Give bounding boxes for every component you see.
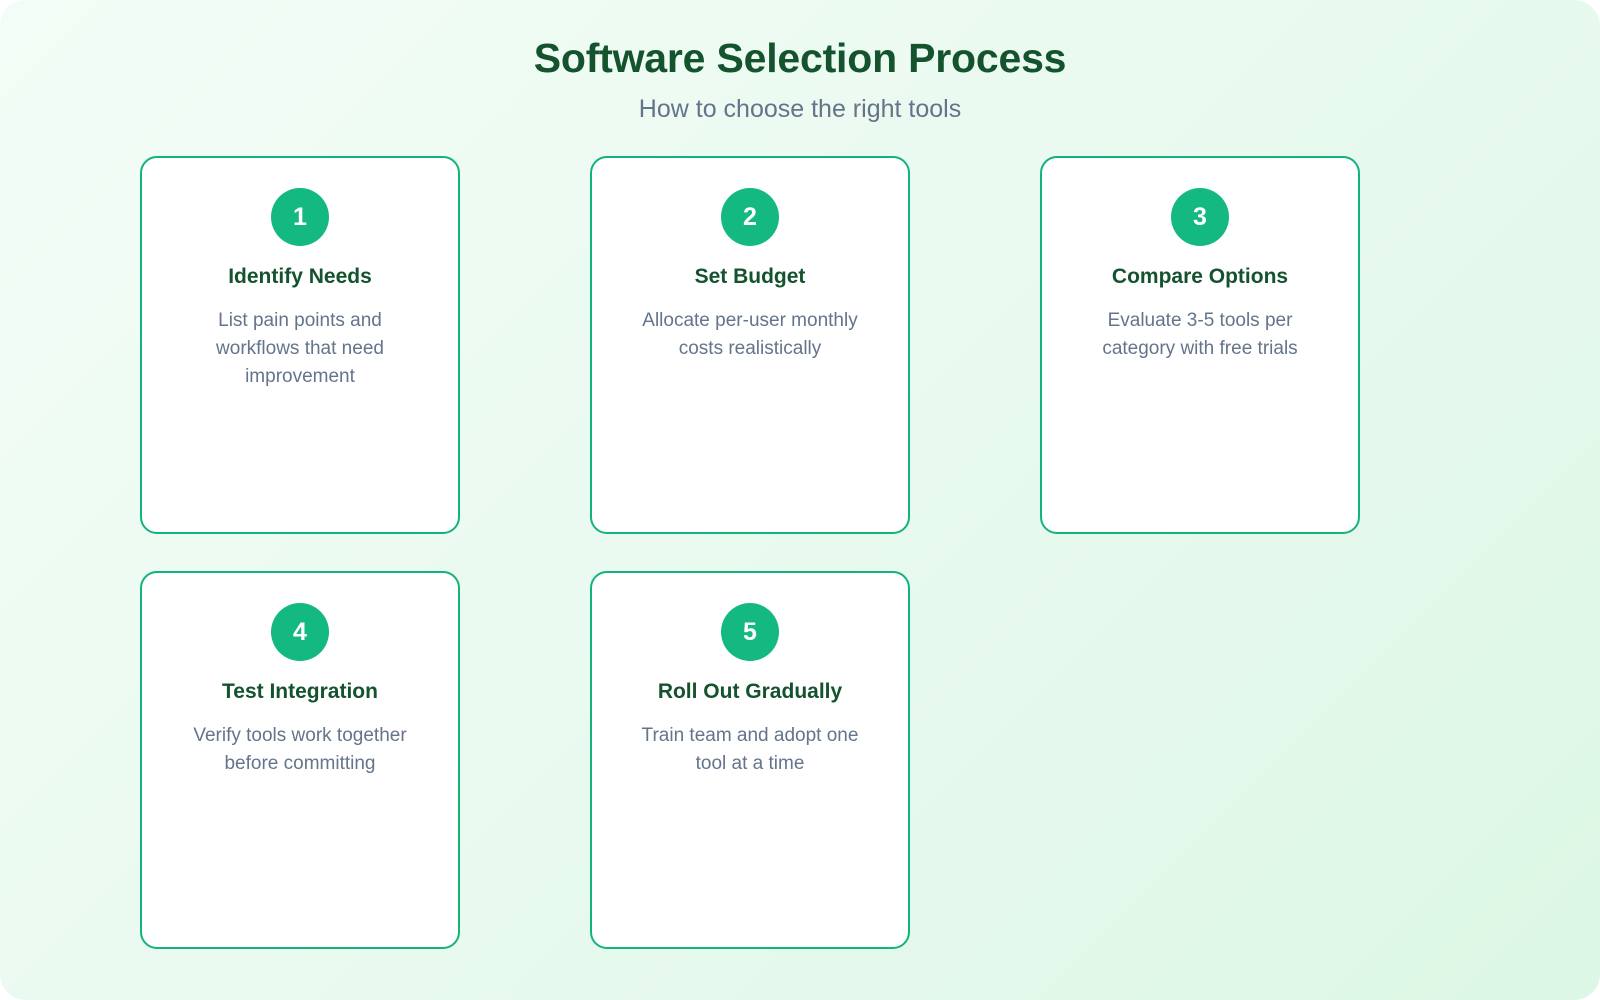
step-title: Compare Options — [1111, 265, 1289, 288]
step-description: List pain points and workflows that need… — [216, 310, 384, 388]
page-subtitle: How to choose the right tools — [638, 94, 962, 123]
step-number-badge: 2 — [721, 188, 779, 246]
page-title: Software Selection Process — [533, 35, 1067, 81]
step-number-badge: 4 — [271, 603, 329, 661]
step-title: Set Budget — [694, 265, 806, 288]
header: Software Selection Process How to choose… — [0, 0, 1600, 124]
steps-grid: 1 Identify Needs List pain points and wo… — [140, 156, 1378, 949]
step-card-3[interactable]: 3 Compare Options Evaluate 3-5 tools per… — [1040, 156, 1360, 534]
step-description: Allocate per-user monthly costs realisti… — [642, 310, 858, 360]
step-description: Verify tools work together before commit… — [193, 725, 407, 775]
step-title: Roll Out Gradually — [657, 680, 843, 703]
step-description: Evaluate 3-5 tools per category with fre… — [1102, 310, 1298, 360]
step-number-badge: 1 — [271, 188, 329, 246]
step-card-5[interactable]: 5 Roll Out Gradually Train team and adop… — [590, 571, 910, 949]
step-description: Train team and adopt one tool at a time — [641, 725, 859, 775]
step-number-badge: 3 — [1171, 188, 1229, 246]
step-title: Identify Needs — [228, 265, 372, 288]
step-title: Test Integration — [222, 680, 378, 703]
step-number-badge: 5 — [721, 603, 779, 661]
step-card-2[interactable]: 2 Set Budget Allocate per-user monthly c… — [590, 156, 910, 534]
step-card-4[interactable]: 4 Test Integration Verify tools work tog… — [140, 571, 460, 949]
step-card-1[interactable]: 1 Identify Needs List pain points and wo… — [140, 156, 460, 534]
